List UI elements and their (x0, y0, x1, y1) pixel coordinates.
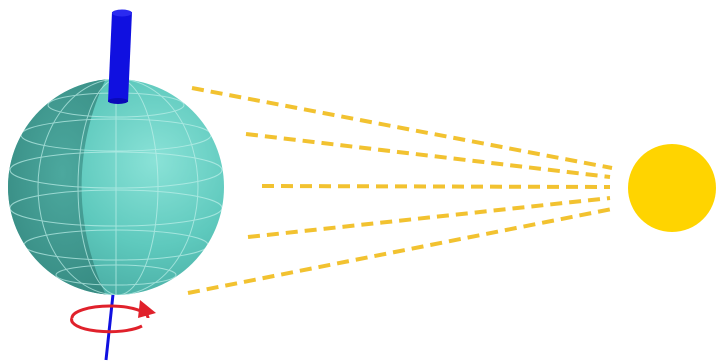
axis-bottom-cap (108, 98, 128, 104)
earth-globe (0, 70, 224, 300)
axis-lower (106, 285, 114, 360)
sun-ray (262, 186, 610, 187)
sun-ray (192, 88, 612, 168)
rotation-arrow-front (72, 318, 142, 332)
axis-top-cap (112, 10, 132, 17)
sun-ray (248, 198, 610, 237)
sun (628, 144, 716, 232)
rotation-arrowhead (138, 300, 156, 318)
sun-rays (188, 88, 612, 293)
axis-upper (108, 12, 132, 102)
